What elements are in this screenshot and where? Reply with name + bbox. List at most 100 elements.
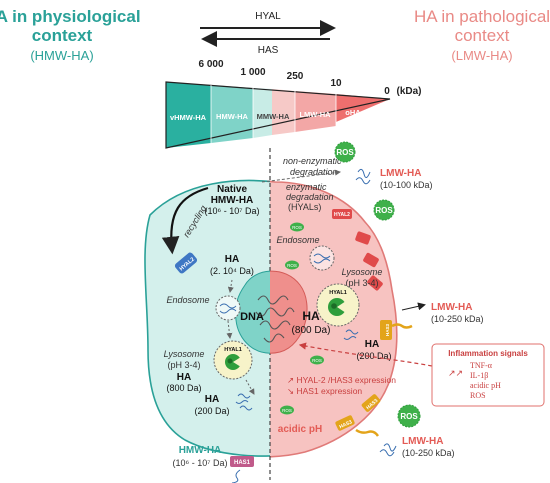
ros-small-4: ROS — [280, 405, 294, 415]
non-enzymatic-line2: degradation — [290, 167, 338, 177]
nucleus: DNA — [235, 270, 308, 354]
ros-top-label: ROS — [336, 148, 354, 157]
left-ha2: HA — [177, 372, 191, 383]
expr-line2: ↘ HAS1 expression — [287, 386, 362, 396]
lmw-bottom-label: LMW-HA — [402, 436, 443, 447]
right-endosome: Endosome — [276, 235, 319, 245]
left-title-line1: HA in physiological — [0, 7, 141, 26]
right-ha-big-size: (800 Da) — [292, 325, 331, 336]
wedge-outline — [165, 81, 391, 149]
ros-small-2: ROS — [285, 260, 299, 270]
right-ha-big: HA — [302, 309, 320, 323]
inflammation-up-arrows: ↗↗ — [448, 368, 463, 378]
acidic-ph: acidic pH — [278, 424, 322, 435]
right-lysosome-line2: (pH 3-4) — [345, 278, 378, 288]
lmw-mid-label: LMW-HA — [431, 302, 472, 313]
seg-label-vhmw: vHMW-HA — [170, 113, 207, 122]
left-fragments — [235, 393, 253, 411]
native-line2: HMW-HA — [211, 195, 254, 206]
left-title-line2: context — [32, 26, 93, 45]
right-subtitle: (LMW-HA) — [451, 48, 512, 63]
lmw-bottom-strands — [379, 443, 397, 457]
svg-text:HAS3: HAS3 — [339, 419, 354, 430]
ros-right-label: ROS — [375, 206, 393, 215]
inflammation-item-1: TNF-α — [470, 361, 493, 370]
right-hyal1-label: HYAL1 — [329, 290, 347, 296]
lmw-mid-size: (10-250 kDa) — [431, 314, 484, 324]
segment-lmw — [295, 91, 336, 132]
left-hyal1-enzyme-icon — [225, 354, 241, 370]
tick-unit: (kDa) — [396, 86, 421, 97]
right-ha-small: HA — [365, 339, 379, 350]
dna-label: DNA — [240, 311, 264, 323]
svg-text:ROS: ROS — [282, 408, 292, 413]
inflammation-box: Inflammation signals ↗↗ TNF-α IL-1β acid… — [431, 343, 545, 407]
degradation-arrow — [261, 169, 341, 183]
ros-bottom-label: ROS — [400, 412, 418, 421]
lmw-top-label: LMW-HA — [380, 168, 421, 179]
tick-1000: 1 000 — [240, 67, 265, 78]
left-ha2-size: (800 Da) — [166, 383, 201, 393]
right-hyal1-enzyme-icon — [328, 298, 346, 316]
seg-label-oha: oHA — [345, 108, 361, 117]
left-hyal1-label: HYAL1 — [224, 347, 242, 353]
lmw-top-size: (10-100 kDa) — [380, 180, 433, 190]
native-line3: (10⁶ - 10⁷ Da) — [205, 206, 260, 216]
right-title-line1: HA in pathological — [414, 7, 550, 26]
has3-right-mid: HAS3 — [380, 320, 392, 340]
has-receptors-right-top — [355, 231, 383, 291]
inflammation-arrow — [298, 342, 433, 367]
right-fragments — [343, 329, 359, 340]
right-endosome-vesicle — [309, 245, 335, 271]
left-endosome: Endosome — [166, 295, 209, 305]
svg-text:HAS3: HAS3 — [385, 324, 390, 337]
svg-text:ROS: ROS — [312, 358, 322, 363]
inflammation-item-3: acidic pH — [470, 381, 501, 390]
hmw-strand-bottom — [231, 469, 241, 483]
svg-text:ROS: ROS — [287, 263, 297, 268]
right-lysosome-line1: Lysosome — [342, 267, 383, 277]
tick-10: 10 — [330, 78, 342, 89]
tick-250: 250 — [287, 71, 304, 82]
left-subtitle: (HMW-HA) — [30, 48, 93, 63]
tick-6000: 6 000 — [198, 59, 223, 70]
has3-right-bottom: HAS3 HAS3 — [335, 394, 381, 431]
hyal2-right-receptor: HYAL2 — [332, 209, 352, 219]
left-endosome-vesicle — [215, 295, 241, 321]
ros-small-1: ROS — [290, 222, 304, 232]
inflammation-item-4: ROS — [470, 391, 486, 400]
lmw-fragment-top — [355, 168, 371, 185]
ros-badge-top: ROS — [334, 141, 356, 163]
lmw-mid-arrow — [401, 302, 426, 311]
has-label: HAS — [258, 45, 279, 56]
ros-badge-right: ROS — [373, 199, 395, 221]
left-ha3: HA — [205, 394, 219, 405]
segment-vhmw — [166, 82, 211, 148]
left-ha1-size: (2. 10⁴ Da) — [210, 266, 254, 276]
has1-left-label: HAS1 — [234, 460, 251, 466]
mw-wedge — [165, 81, 391, 149]
seg-label-lmw: LMW-HA — [299, 110, 331, 119]
enzymatic-line2: degradation — [286, 192, 334, 202]
right-ha-small-size: (200 Da) — [356, 351, 391, 361]
segment-oha — [336, 94, 390, 122]
recycling-arrow — [161, 186, 209, 255]
enzymatic-line3: (HYALs) — [288, 202, 321, 212]
seg-label-mmw: MMW-HA — [257, 112, 290, 121]
non-enzymatic-line1: non-enzymatic — [283, 156, 342, 166]
left-ha1: HA — [225, 254, 239, 265]
lmw-bottom-size: (10-250 kDa) — [402, 448, 455, 458]
hyal-label: HYAL — [255, 11, 281, 22]
left-lysosome-line1: Lysosome — [164, 349, 205, 359]
segment-hmw — [211, 85, 253, 143]
inflammation-title: Inflammation signals — [448, 349, 528, 358]
nucleus-right — [270, 270, 308, 354]
left-arrow-2 — [226, 320, 233, 339]
svg-text:ROS: ROS — [292, 225, 302, 230]
inflammation-item-2: IL-1β — [470, 371, 488, 380]
ros-small-3: ROS — [310, 355, 324, 365]
enzymatic-line1: enzymatic — [286, 182, 327, 192]
has1-left-receptor: HAS1 — [230, 456, 254, 467]
left-ha3-size: (200 Da) — [194, 406, 229, 416]
